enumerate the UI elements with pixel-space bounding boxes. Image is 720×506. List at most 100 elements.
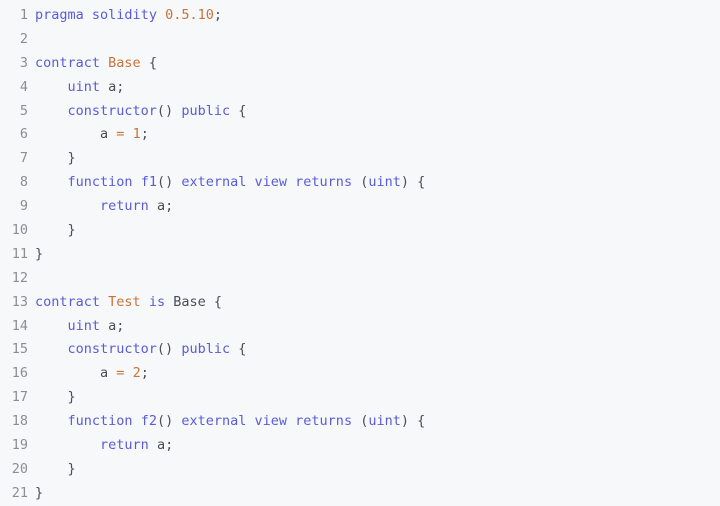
keyword-token: is — [148, 293, 166, 310]
code-line: 12 — [0, 267, 720, 291]
line-number: 10 — [11, 222, 28, 239]
code-text-token: { — [230, 102, 247, 119]
code-content: pragma solidity 0.5.10; — [35, 4, 222, 28]
code-content: } — [35, 482, 43, 506]
code-text-token: } — [35, 460, 76, 477]
number-token: 2 — [132, 365, 141, 382]
line-number: 21 — [11, 484, 28, 501]
code-content: return a; — [35, 195, 173, 219]
code-text-token: () — [156, 102, 182, 119]
code-text-token: } — [35, 222, 76, 239]
code-text-token: Base { — [165, 293, 222, 310]
code-text-token — [246, 174, 254, 190]
keyword-token: view — [254, 174, 288, 191]
code-line: 18 function f2() external view returns (… — [0, 410, 720, 434]
code-text-token: ( — [352, 174, 369, 191]
keyword-token: uint — [67, 317, 101, 334]
function-name-token: f1 — [140, 174, 157, 191]
keyword-token: public — [181, 102, 231, 119]
line-number: 14 — [11, 317, 28, 334]
keyword-token: uint — [67, 78, 101, 95]
code-text-token: ; — [213, 7, 223, 23]
code-text-token: ; — [140, 126, 149, 143]
line-number: 20 — [11, 460, 28, 477]
code-line: 5 constructor() public { — [0, 100, 720, 124]
operator-token: = — [116, 365, 125, 382]
keyword-token: external — [181, 174, 247, 191]
code-text-token: ) { — [400, 413, 426, 430]
code-line: 15 constructor() public { — [0, 338, 720, 362]
keyword-token: returns — [295, 174, 353, 191]
code-text-token — [157, 7, 165, 23]
line-number: 9 — [19, 198, 28, 215]
keyword-token: external — [181, 413, 247, 430]
code-line: 8 function f1() external view returns (u… — [0, 171, 720, 195]
keyword-token: pragma — [35, 7, 84, 23]
code-content: constructor() public { — [35, 338, 247, 362]
line-number: 15 — [11, 341, 28, 358]
code-text-token — [35, 437, 100, 453]
code-text-token: a; — [148, 437, 174, 454]
code-text-token — [124, 126, 132, 142]
code-text-token — [35, 341, 68, 357]
line-number: 2 — [19, 30, 28, 47]
code-text-token — [141, 294, 149, 310]
line-number: 5 — [19, 102, 28, 119]
code-line: 20 } — [0, 458, 720, 482]
code-text-token — [35, 413, 68, 429]
code-line: 17 } — [0, 386, 720, 410]
code-content: return a; — [35, 434, 173, 458]
code-text-token: a; — [100, 78, 125, 95]
code-line: 9 return a; — [0, 195, 720, 219]
code-text-token: () — [156, 341, 182, 358]
code-line: 6 a = 1; — [0, 123, 720, 147]
code-line: 2 — [0, 28, 720, 52]
code-text-token — [35, 318, 68, 334]
keyword-token: solidity — [91, 7, 157, 23]
code-line: 11} — [0, 243, 720, 267]
code-text-token — [133, 174, 141, 190]
code-line: 4 uint a; — [0, 76, 720, 100]
number-token: 0.5.10 — [165, 7, 214, 23]
line-number: 3 — [19, 54, 28, 71]
type-name-token: Test — [108, 293, 141, 310]
code-text-token — [124, 365, 132, 381]
keyword-token: function — [67, 413, 133, 430]
code-text-token: () — [156, 413, 182, 430]
keyword-token: view — [254, 413, 288, 430]
keyword-token: return — [100, 198, 149, 215]
code-content: uint a; — [35, 76, 125, 100]
line-number: 7 — [19, 150, 28, 167]
code-content: } — [35, 219, 76, 243]
code-content: function f2() external view returns (uin… — [35, 410, 426, 434]
code-text-token: } — [35, 150, 76, 167]
code-line: 16 a = 2; — [0, 362, 720, 386]
code-content: } — [35, 243, 43, 267]
code-text-token: ( — [352, 413, 369, 430]
code-line: 10 } — [0, 219, 720, 243]
code-line: 14 uint a; — [0, 315, 720, 339]
code-text-token — [35, 79, 68, 95]
code-line: 19 return a; — [0, 434, 720, 458]
code-text-token — [100, 55, 108, 71]
code-content: uint a; — [35, 315, 125, 339]
code-text-token — [84, 7, 92, 23]
line-number: 18 — [11, 413, 28, 430]
code-text-token: ) { — [400, 174, 426, 191]
line-number: 13 — [11, 293, 28, 310]
code-content: function f1() external view returns (uin… — [35, 171, 426, 195]
keyword-token: constructor — [67, 341, 157, 358]
code-text-token — [133, 413, 141, 429]
code-text-token — [35, 103, 68, 119]
code-text-token — [35, 198, 100, 214]
code-text-token: } — [35, 245, 44, 262]
code-text-token: a — [35, 126, 117, 143]
code-text-token — [287, 413, 295, 429]
code-line: 21} — [0, 482, 720, 506]
code-text-token: () — [156, 174, 182, 191]
code-text-token: a; — [148, 198, 174, 215]
code-text-token: ; — [140, 365, 149, 382]
